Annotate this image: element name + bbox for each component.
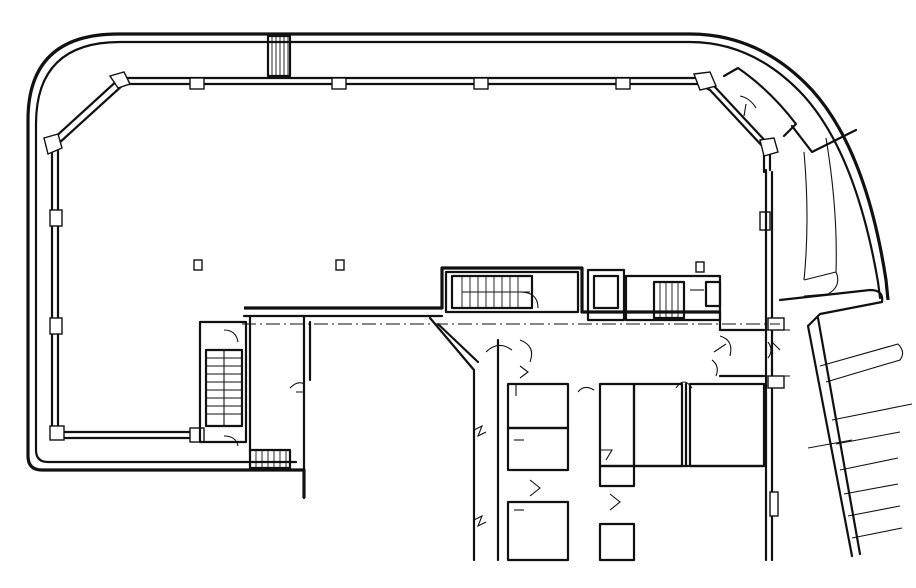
entry-canopy xyxy=(722,66,858,154)
office-rooms xyxy=(506,381,766,562)
top-stair xyxy=(266,34,292,78)
core-walls xyxy=(242,266,720,562)
main-stair xyxy=(444,268,626,322)
drive-lines xyxy=(778,137,913,558)
columns xyxy=(43,71,779,443)
east-wall xyxy=(764,168,790,562)
south-stair xyxy=(248,448,292,470)
lobby-doors xyxy=(711,310,766,378)
outer-envelope xyxy=(26,32,890,498)
secondary-stair xyxy=(624,274,722,322)
west-stair xyxy=(198,320,248,447)
